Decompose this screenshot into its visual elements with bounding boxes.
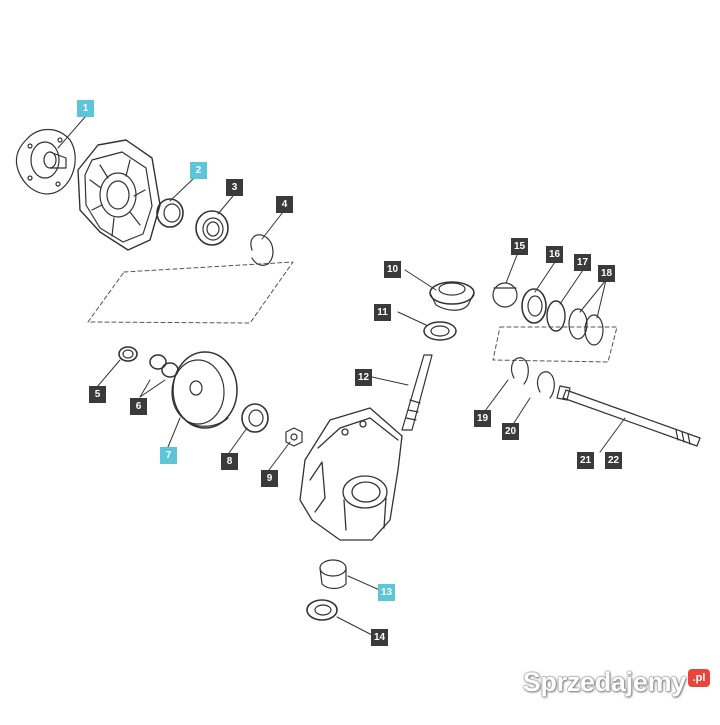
callout-part-9[interactable]: 9 [261, 470, 278, 487]
callout-part-11[interactable]: 11 [374, 304, 391, 321]
callout-part-14[interactable]: 14 [371, 629, 388, 646]
part-18-rings [568, 308, 604, 346]
part-20-circlip [536, 371, 555, 399]
part-7-bevel-gear [171, 351, 238, 429]
part-9-nut [285, 427, 303, 447]
part-1-flange-hub [15, 128, 76, 195]
callout-part-17[interactable]: 17 [574, 254, 591, 271]
callout-part-1[interactable]: 1 [77, 100, 94, 117]
callout-part-15[interactable]: 15 [511, 238, 528, 255]
callout-part-6[interactable]: 6 [130, 398, 147, 415]
part-3-bearing [195, 210, 229, 246]
callout-part-7[interactable]: 7 [160, 447, 177, 464]
callout-part-19[interactable]: 19 [474, 410, 491, 427]
part-8-bearing [241, 403, 269, 433]
callout-part-8[interactable]: 8 [221, 453, 238, 470]
watermark: Sprzedajemy .pl [523, 667, 710, 698]
part-17-ring [546, 300, 566, 332]
part-13-bushing [319, 559, 347, 590]
callout-part-16[interactable]: 16 [546, 246, 563, 263]
leader-lines [57, 116, 626, 636]
part-5-ring [118, 346, 138, 362]
part-21-22-shaft [556, 385, 701, 447]
callout-part-2[interactable]: 2 [190, 162, 207, 179]
watermark-text: Sprzedajemy [522, 667, 687, 697]
part-14-bearing [306, 599, 338, 621]
callout-part-13[interactable]: 13 [378, 584, 395, 601]
callout-part-5[interactable]: 5 [89, 386, 106, 403]
dashed-assembly-lines [87, 261, 618, 363]
callout-part-21[interactable]: 21 [577, 452, 594, 469]
callout-part-22[interactable]: 22 [605, 452, 622, 469]
callout-part-4[interactable]: 4 [276, 196, 293, 213]
watermark-badge: .pl [688, 668, 710, 687]
gearbox-housing [299, 407, 403, 541]
part-12-shaft [401, 354, 433, 431]
part-15-cap [492, 282, 518, 308]
part-19-circlip [510, 357, 529, 385]
callout-part-20[interactable]: 20 [502, 423, 519, 440]
callout-part-12[interactable]: 12 [355, 369, 372, 386]
part-2-gear-cover [77, 139, 161, 251]
part-10-cap [429, 281, 475, 311]
part-6-rings [149, 354, 179, 378]
part-2-seal [156, 198, 184, 228]
part-11-bearing [423, 321, 457, 341]
part-4-circlip [250, 234, 274, 266]
callout-part-10[interactable]: 10 [384, 261, 401, 278]
part-16-bearing [521, 288, 547, 324]
callout-part-18[interactable]: 18 [598, 265, 615, 282]
callout-part-3[interactable]: 3 [226, 179, 243, 196]
